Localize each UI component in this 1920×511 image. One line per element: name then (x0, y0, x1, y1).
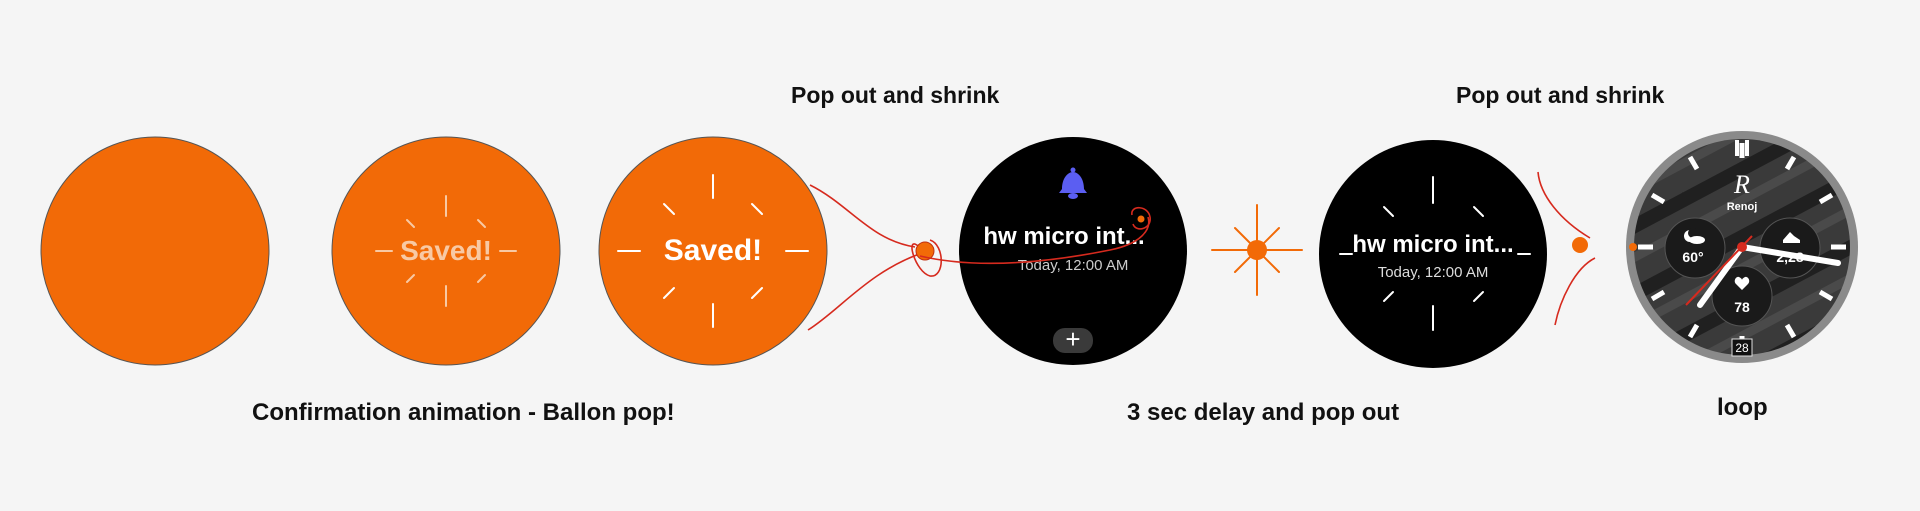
saved-text-faded: Saved! (400, 235, 492, 266)
balloon-plain (40, 136, 270, 366)
notification-dot (1137, 215, 1145, 223)
balloon-saved-faded: Saved! (331, 136, 561, 366)
flow-curves-right (1537, 171, 1596, 326)
add-button (1053, 328, 1093, 353)
label-loop: loop (1717, 394, 1768, 421)
clock-hands (1685, 235, 1841, 308)
burst-rays-bold (617, 174, 809, 328)
watch-notification: hw micro int... Today, 12:00 AM + (919, 137, 1187, 365)
steps-complication: 2,28 (1759, 217, 1821, 279)
label-delay: 3 sec delay and pop out (1127, 399, 1400, 426)
flow-curves-left (807, 184, 943, 331)
date-window (1731, 338, 1753, 357)
notification-title-2: hw micro int... (1352, 231, 1513, 258)
burst-rays-watch (1339, 176, 1531, 331)
moon-cloud-icon (1684, 228, 1705, 244)
watch-notification-burst: hw micro int... Today, 12:00 AM (1319, 140, 1547, 368)
notification-title: hw micro int... (983, 223, 1144, 250)
minute-hand (1739, 244, 1841, 266)
shoe-icon (1783, 232, 1800, 243)
watchface: R Renoj 60° 2,28 78 28 (1626, 131, 1858, 363)
brand-name: Renoj (1727, 201, 1758, 213)
heart-rate-value: 78 (1734, 299, 1750, 315)
burst-rays-faded (375, 195, 517, 307)
bell-icon (1059, 167, 1087, 199)
saved-text-bold: Saved! (664, 234, 762, 267)
sparkle-icon (1211, 204, 1303, 296)
balloon-saved-bold: Saved! (598, 136, 828, 366)
label-confirmation: Confirmation animation - Ballon pop! (252, 399, 675, 426)
add-icon: + (1065, 324, 1080, 354)
heart-icon (1734, 276, 1750, 290)
temperature-value: 60° (1682, 249, 1703, 265)
notification-time-2: Today, 12:00 AM (1378, 264, 1489, 281)
hour-hand (1697, 244, 1745, 308)
label-pop-shrink-2: Pop out and shrink (1456, 82, 1665, 108)
twelve-marker (1735, 140, 1739, 156)
center-cap (1737, 242, 1747, 252)
brand-mark: R (1733, 170, 1750, 199)
heart-complication: 78 (1711, 265, 1773, 327)
weather-complication: 60° (1664, 217, 1726, 279)
notification-time: Today, 12:00 AM (1018, 257, 1129, 274)
orange-index (1629, 243, 1637, 251)
date-value: 28 (1735, 341, 1749, 355)
pop-dot-right (1572, 237, 1588, 253)
label-pop-shrink-1: Pop out and shrink (791, 82, 1000, 108)
